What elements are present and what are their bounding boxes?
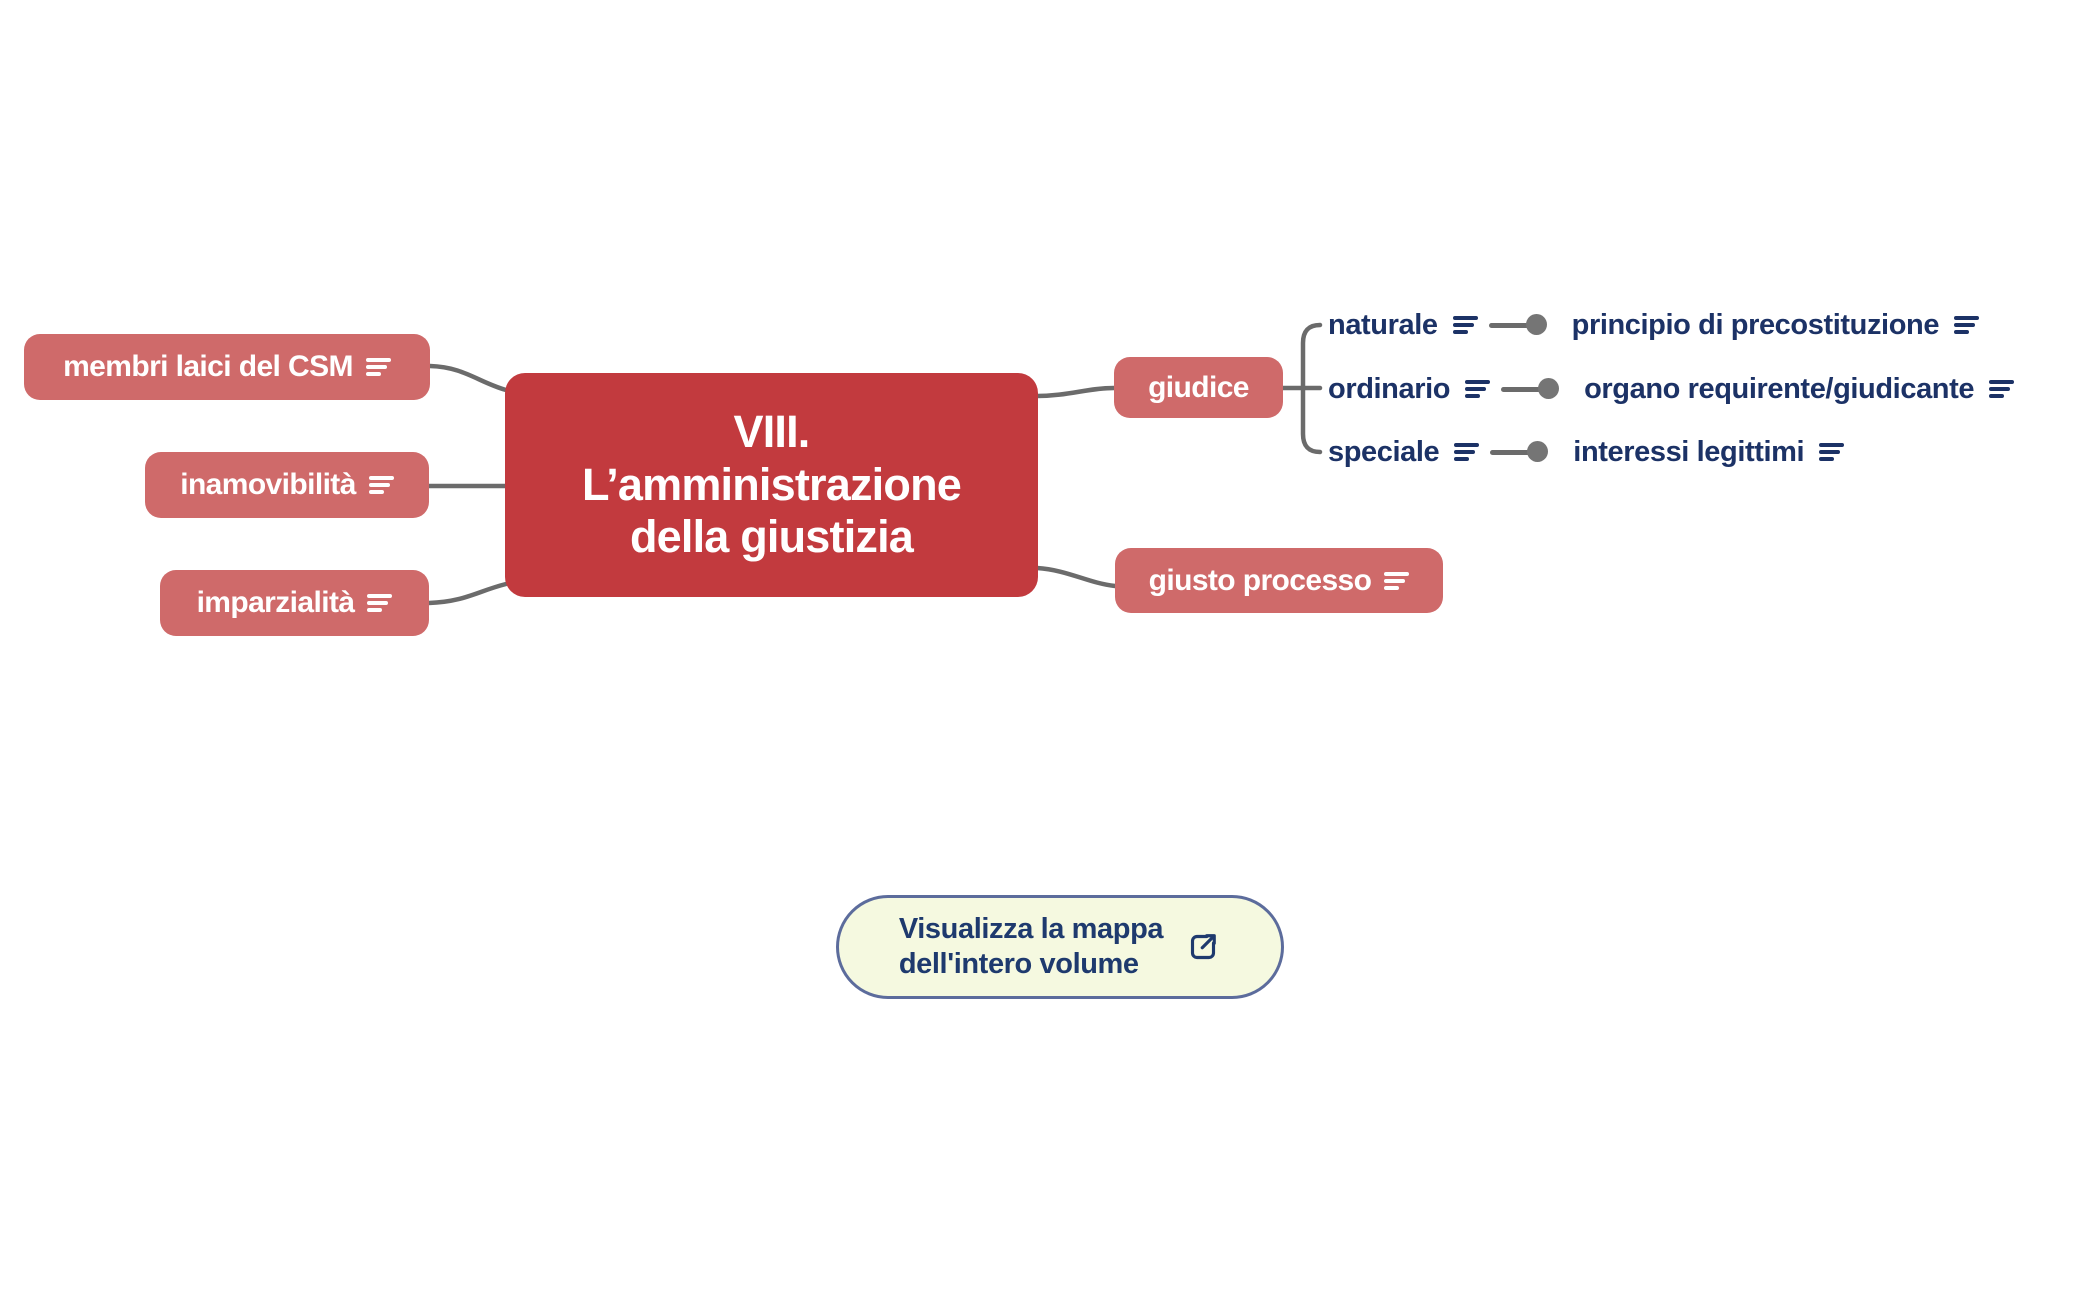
notes-icon[interactable] bbox=[367, 594, 393, 612]
notes-icon[interactable] bbox=[1465, 380, 1491, 398]
node-giusto-processo[interactable]: giusto processo bbox=[1115, 548, 1443, 613]
notes-icon[interactable] bbox=[1452, 316, 1478, 334]
button-label-line1: Visualizza la mappa bbox=[898, 912, 1164, 945]
child-label[interactable]: speciale bbox=[1328, 435, 1440, 468]
notes-icon[interactable] bbox=[368, 476, 394, 494]
node-label: imparzialità bbox=[196, 586, 355, 619]
central-title-line2: L’amministrazione bbox=[581, 458, 962, 510]
branch-connector-dot[interactable] bbox=[1501, 378, 1560, 400]
child-label[interactable]: naturale bbox=[1328, 308, 1438, 341]
node-label: giusto processo bbox=[1148, 563, 1372, 597]
notes-icon[interactable] bbox=[365, 358, 391, 376]
view-volume-map-button[interactable]: Visualizza la mappa dell'intero volume bbox=[836, 895, 1284, 999]
notes-icon[interactable] bbox=[1384, 571, 1410, 590]
external-link-icon bbox=[1191, 934, 1216, 960]
branch-connector-dot[interactable] bbox=[1490, 441, 1549, 463]
notes-icon[interactable] bbox=[1989, 380, 2015, 398]
central-title-line1: VIII. bbox=[733, 406, 810, 458]
branch-connector-dot[interactable] bbox=[1488, 314, 1547, 336]
grandchild-label[interactable]: organo requirente/giudicante bbox=[1584, 372, 1975, 405]
grandchild-label[interactable]: principio di precostituzione bbox=[1571, 308, 1940, 341]
node-label: inamovibilità bbox=[180, 468, 356, 501]
node-membri-laici-del-csm[interactable]: membri laici del CSM bbox=[24, 334, 430, 400]
central-node-amministrazione-giustizia[interactable]: VIII. L’amministrazione della giustizia bbox=[505, 373, 1038, 597]
child-label[interactable]: ordinario bbox=[1328, 372, 1451, 405]
button-label-line2: dell'intero volume bbox=[898, 948, 1139, 980]
row-naturale: naturale principio di precostituzione bbox=[1328, 301, 1980, 349]
notes-icon[interactable] bbox=[1454, 443, 1480, 461]
node-imparzialita[interactable]: imparzialità bbox=[160, 570, 429, 636]
node-giudice[interactable]: giudice bbox=[1114, 357, 1283, 418]
central-title-line3: della giustizia bbox=[629, 511, 914, 563]
row-ordinario: ordinario organo requirente/giudicante bbox=[1328, 365, 2015, 413]
node-label: membri laici del CSM bbox=[63, 350, 353, 383]
node-inamovibilita[interactable]: inamovibilità bbox=[145, 452, 429, 518]
button-label: Visualizza la mappa dell'intero volume bbox=[898, 912, 1164, 983]
grandchild-label[interactable]: interessi legittimi bbox=[1573, 435, 1805, 468]
notes-icon[interactable] bbox=[1819, 443, 1845, 461]
node-label: giudice bbox=[1148, 370, 1249, 404]
row-speciale: speciale interessi legittimi bbox=[1328, 428, 1845, 476]
notes-icon[interactable] bbox=[1954, 316, 1980, 334]
